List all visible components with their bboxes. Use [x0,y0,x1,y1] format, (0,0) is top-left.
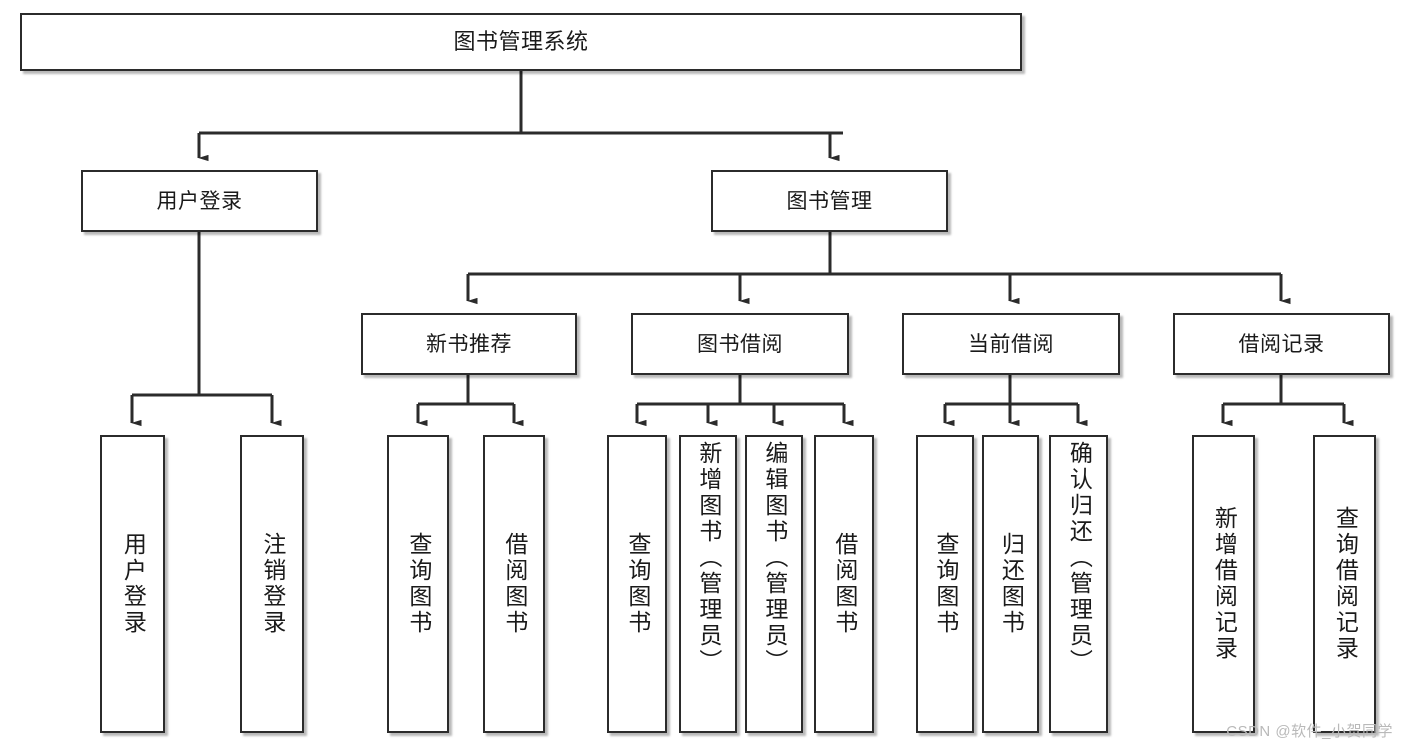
node-label: 新书推荐 [426,332,512,356]
node-label: 新增图书（管理员） [695,441,722,675]
node-label: 查询借阅记录 [1332,506,1359,662]
node-leaf-user-logout[interactable]: 注销登录 [240,435,304,733]
node-leaf-return-book[interactable]: 归还图书 [982,435,1039,733]
csdn-watermark: CSDN @软件_小贺同学 [1226,723,1393,740]
node-label: 查询图书 [932,532,959,636]
node-label: 查询图书 [624,532,651,636]
node-label: 当前借阅 [968,332,1054,356]
node-new-book-recommend[interactable]: 新书推荐 [361,313,577,375]
node-label: 查询图书 [405,532,432,636]
node-label: 用户登录 [120,532,147,636]
node-book-manage[interactable]: 图书管理 [711,170,948,232]
node-borrow-record[interactable]: 借阅记录 [1173,313,1390,375]
node-label: 归还图书 [998,532,1025,636]
node-label: 编辑图书（管理员） [761,441,788,675]
node-leaf-add-borrow-record[interactable]: 新增借阅记录 [1192,435,1255,733]
node-label: 用户登录 [156,189,243,213]
node-leaf-add-book-admin[interactable]: 新增图书（管理员） [679,435,737,733]
node-leaf-query-book-borrow[interactable]: 查询图书 [607,435,667,733]
node-label: 借阅记录 [1238,332,1325,356]
node-label: 确认归还（管理员） [1066,441,1093,675]
node-label: 图书管理系统 [453,29,589,54]
node-label: 图书管理 [786,189,873,213]
node-current-borrow[interactable]: 当前借阅 [902,313,1120,375]
node-leaf-query-borrow-record[interactable]: 查询借阅记录 [1313,435,1376,733]
node-label: 图书借阅 [697,332,783,356]
node-user-login[interactable]: 用户登录 [81,170,318,232]
node-leaf-confirm-return-admin[interactable]: 确认归还（管理员） [1049,435,1108,733]
node-book-borrow[interactable]: 图书借阅 [631,313,849,375]
node-leaf-query-book-current[interactable]: 查询图书 [916,435,974,733]
node-leaf-edit-book-admin[interactable]: 编辑图书（管理员） [745,435,803,733]
node-label: 借阅图书 [501,532,528,636]
node-leaf-borrow-book[interactable]: 借阅图书 [814,435,874,733]
node-leaf-user-login[interactable]: 用户登录 [100,435,165,733]
node-label: 新增借阅记录 [1211,506,1238,662]
node-root-system[interactable]: 图书管理系统 [20,13,1022,71]
node-label: 注销登录 [259,532,286,636]
node-label: 借阅图书 [831,532,858,636]
node-leaf-borrow-book-recommend[interactable]: 借阅图书 [483,435,545,733]
node-leaf-query-book-recommend[interactable]: 查询图书 [387,435,449,733]
